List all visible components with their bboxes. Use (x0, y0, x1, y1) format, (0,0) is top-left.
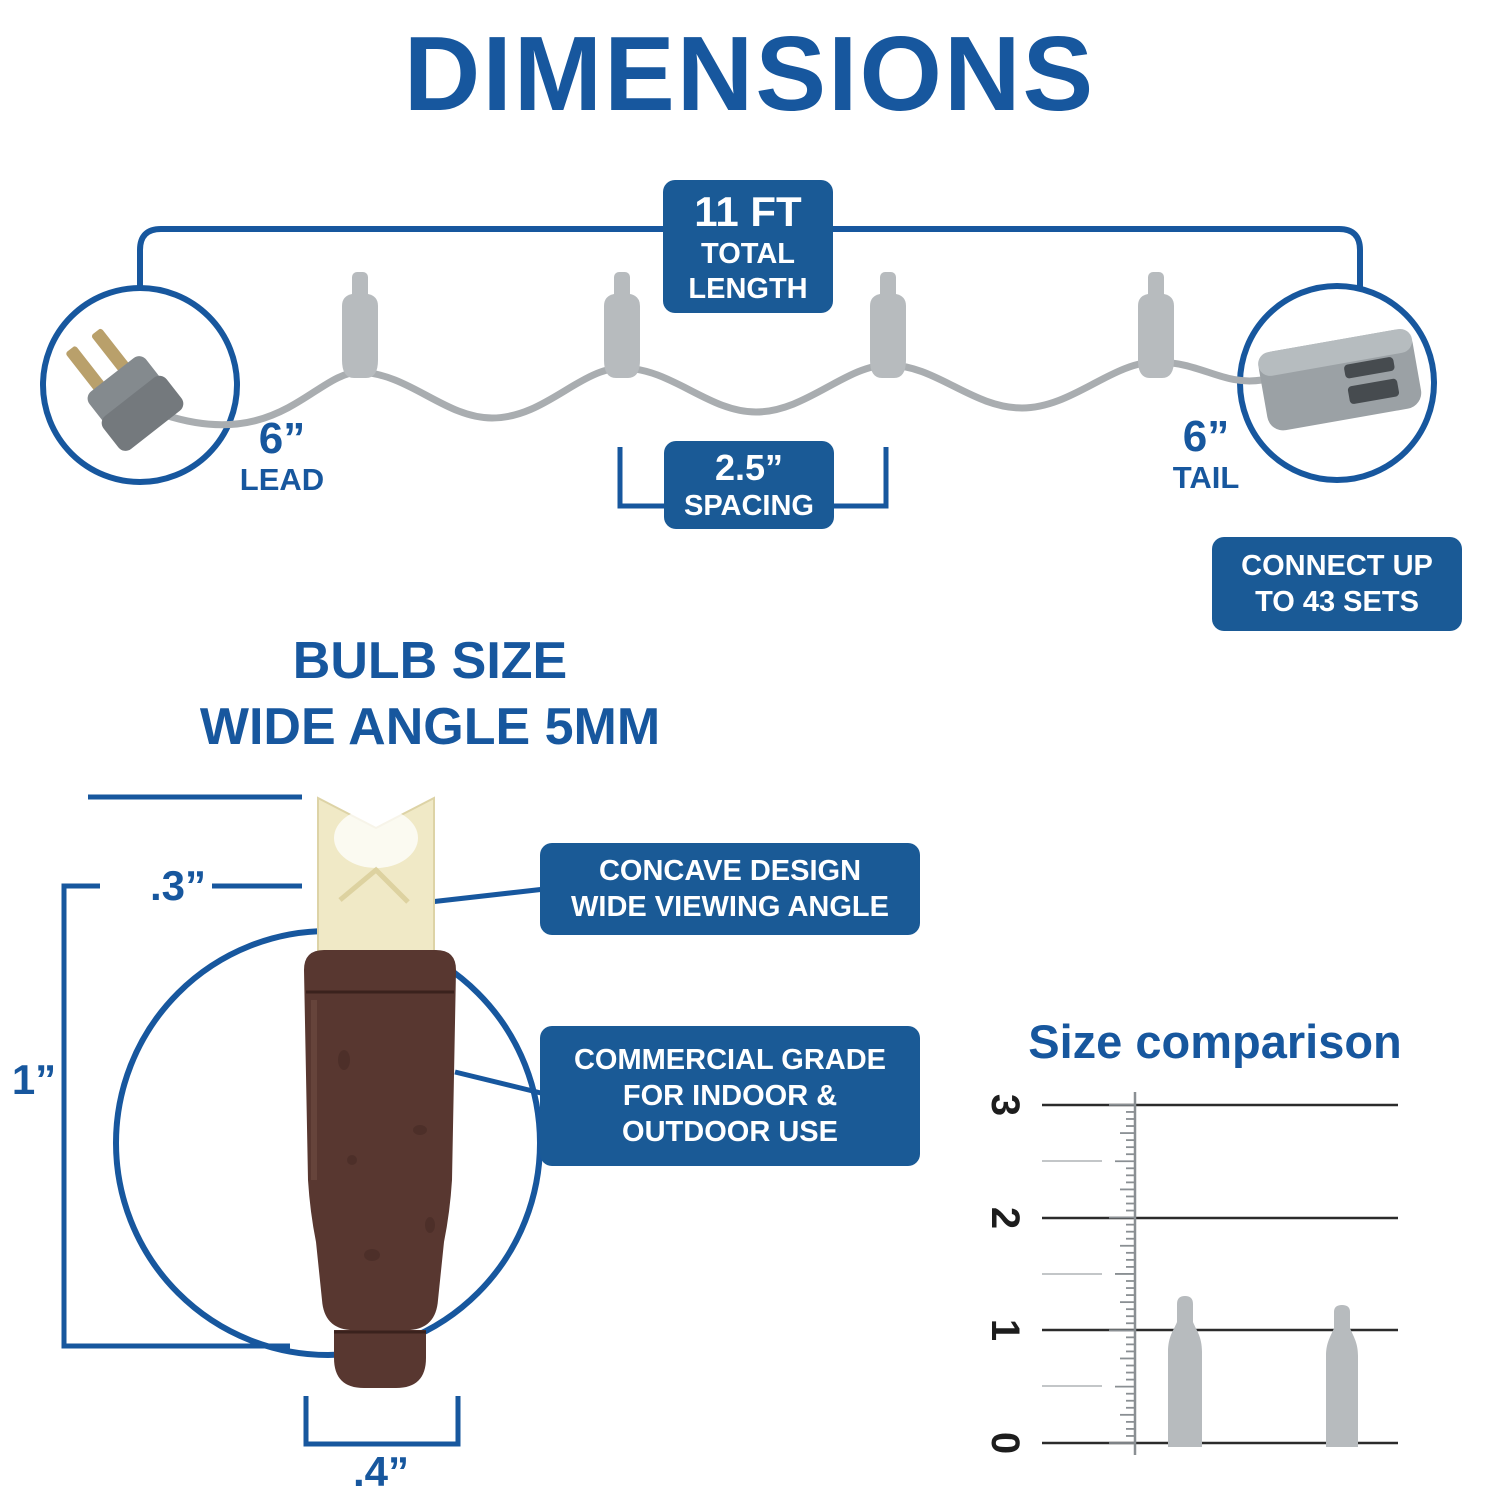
tail-label: 6” TAIL (1146, 414, 1266, 496)
string-bulb-icon (604, 272, 640, 378)
width-dim-bracket (303, 1396, 461, 1447)
concave-line2: WIDE VIEWING ANGLE (571, 891, 889, 923)
lead-value: 6” (258, 414, 306, 463)
commercial-line2: FOR INDOOR & (622, 1080, 838, 1112)
ruler-digit-0: 0 (983, 1431, 1028, 1455)
comparison-bulb-led (1168, 1296, 1202, 1447)
tail-word: TAIL (1172, 460, 1240, 495)
spacing-badge: 2.5” SPACING (664, 441, 834, 529)
bulb-socket (304, 950, 456, 1388)
concave-line1: CONCAVE DESIGN (598, 855, 862, 887)
total-length-word2: LENGTH (688, 272, 808, 305)
lead-label: 6” LEAD (222, 416, 342, 498)
total-length-badge: 11 FT TOTAL LENGTH (663, 180, 833, 313)
connect-line2: TO 43 SETS (1255, 586, 1419, 618)
size-comparison-chart (1042, 1092, 1398, 1455)
string-bulb-icon (342, 272, 378, 378)
bulb-size-heading: BULB SIZE WIDE ANGLE 5MM (140, 628, 720, 760)
concave-pointer-line (429, 886, 546, 905)
led-lens (317, 796, 435, 957)
commercial-grade-badge: COMMERCIAL GRADE FOR INDOOR & OUTDOOR US… (540, 1026, 920, 1166)
spacing-value: 2.5” (714, 446, 784, 488)
height-dim-bracket (61, 883, 290, 1349)
ruler-digit-1: 1 (983, 1318, 1028, 1342)
ruler-digit-3: 3 (983, 1093, 1028, 1117)
ruler-digit-2: 2 (983, 1206, 1028, 1230)
spacing-word: SPACING (684, 489, 814, 522)
comparison-bulb-mini (1326, 1305, 1358, 1447)
total-height-dim: 1” (11, 1056, 57, 1103)
ruler-ticks (1109, 1104, 1135, 1444)
total-length-word1: TOTAL (701, 237, 795, 270)
total-length-value: 11 FT (694, 187, 802, 235)
string-bulb-icon (870, 272, 906, 378)
bulb-size-heading-line2: WIDE ANGLE 5MM (199, 698, 661, 756)
plug-icon (66, 328, 184, 451)
string-bulbs (342, 272, 1174, 378)
commercial-line1: COMMERCIAL GRADE (573, 1044, 887, 1076)
connect-sets-badge: CONNECT UP TO 43 SETS (1212, 537, 1462, 631)
string-bulb-icon (1138, 272, 1174, 378)
width-dim: .4” (352, 1448, 410, 1495)
size-comparison-title: Size comparison (1028, 1015, 1402, 1068)
connect-line1: CONNECT UP (1241, 550, 1433, 582)
commercial-line3: OUTDOOR USE (622, 1116, 838, 1148)
lens-height-dim: .3” (149, 862, 206, 909)
page-title: DIMENSIONS (403, 15, 1096, 133)
bulb-size-heading-line1: BULB SIZE (292, 632, 568, 690)
tail-value: 6” (1182, 412, 1230, 461)
lead-word: LEAD (239, 462, 325, 497)
concave-design-badge: CONCAVE DESIGN WIDE VIEWING ANGLE (540, 843, 920, 935)
connector-icon (1258, 328, 1422, 431)
gridline-half-inch (1042, 1160, 1102, 1387)
commercial-pointer-line (454, 1069, 546, 1097)
